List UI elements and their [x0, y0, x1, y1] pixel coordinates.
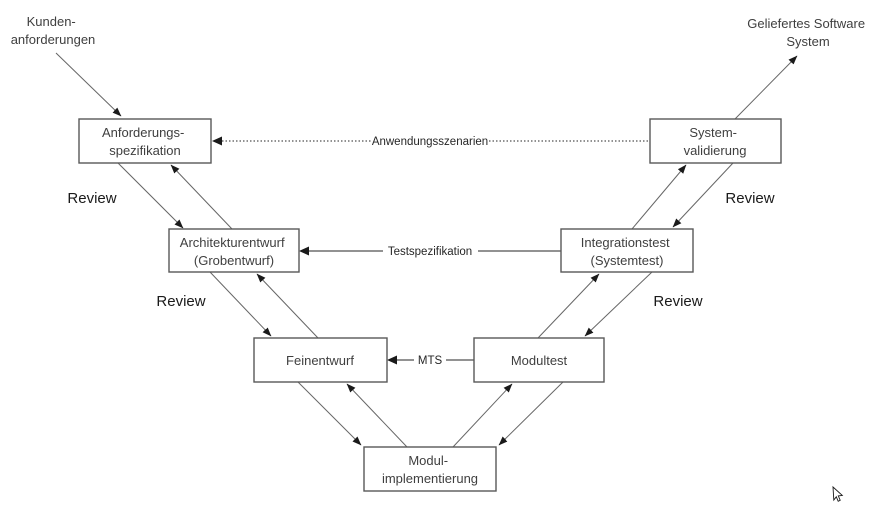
review-label-right-top: Review — [725, 190, 774, 207]
box-integrationstest-label: Integrationstest (Systemtest) — [581, 235, 674, 268]
box-modulimplementierung: Modul- implementierung — [363, 446, 497, 492]
customer-requirements-label: Kunden- anforderungen — [11, 14, 96, 47]
arrow-implementation-to-detail-up — [346, 383, 408, 448]
anwendungsszenarien-arrowhead — [212, 136, 222, 146]
review-label-right-middle: Review — [653, 293, 702, 310]
connector-mts: MTS — [387, 355, 474, 367]
arrow-integration-to-validation-up — [631, 164, 687, 230]
arrow-implementation-to-moduletest-up — [452, 383, 513, 448]
box-anforderungsspezifikation: Anforderungs- spezifikation — [78, 118, 212, 164]
arrow-architecture-to-detail-down — [209, 271, 272, 337]
arrow-integration-to-moduletest-down — [584, 271, 653, 337]
box-anforderungsspezifikation-rect — [78, 118, 212, 164]
testspezifikation-label: Testspezifikation — [388, 246, 472, 258]
box-anforderungsspezifikation-label: Anforderungs- spezifikation — [102, 125, 188, 158]
box-feinentwurf-rect — [253, 337, 388, 383]
mouse-cursor — [832, 485, 844, 502]
connector-anwendungsszenarien: Anwendungsszenarien — [212, 136, 650, 148]
arrow-validation-to-integration-down — [672, 162, 734, 228]
box-architekturentwurf: Architekturentwurf (Grobentwurf) — [168, 228, 300, 273]
box-systemvalidierung-rect — [649, 118, 782, 164]
review-label-left-middle: Review — [156, 293, 205, 310]
mts-label: MTS — [418, 355, 443, 367]
box-modulimplementierung-rect — [363, 446, 497, 492]
mts-arrowhead — [387, 355, 397, 365]
arrow-detail-to-architecture-up — [256, 273, 319, 339]
anwendungsszenarien-label: Anwendungsszenarien — [372, 136, 488, 148]
box-modultest: Modultest — [473, 337, 605, 383]
box-systemvalidierung-label: System- validierung — [684, 125, 747, 158]
arrow-moduletest-to-implementation-down — [498, 381, 564, 446]
arrow-detail-to-implementation-down — [297, 381, 362, 446]
arrow-moduletest-to-integration-up — [537, 273, 600, 339]
box-feinentwurf: Feinentwurf — [253, 337, 388, 383]
box-architekturentwurf-label: Architekturentwurf (Grobentwurf) — [180, 235, 288, 268]
box-integrationstest: Integrationstest (Systemtest) — [560, 228, 694, 273]
connector-testspezifikation: Testspezifikation — [299, 246, 561, 258]
arrow-architecture-to-spec-up — [170, 164, 233, 230]
box-modultest-rect — [473, 337, 605, 383]
arrow-validation-to-delivered — [734, 55, 798, 120]
arrow-spec-to-architecture-down — [117, 162, 184, 229]
arrow-requirements-to-spec — [55, 52, 122, 117]
box-modultest-label: Modultest — [511, 353, 568, 368]
delivered-system-label: Geliefertes Software System — [747, 16, 868, 49]
box-systemvalidierung: System- validierung — [649, 118, 782, 164]
review-label-left-top: Review — [67, 190, 116, 207]
box-feinentwurf-label: Feinentwurf — [286, 353, 354, 368]
testspezifikation-arrowhead — [299, 246, 309, 256]
box-architekturentwurf-rect — [168, 228, 300, 273]
box-modulimplementierung-label: Modul- implementierung — [382, 453, 478, 486]
box-integrationstest-rect — [560, 228, 694, 273]
